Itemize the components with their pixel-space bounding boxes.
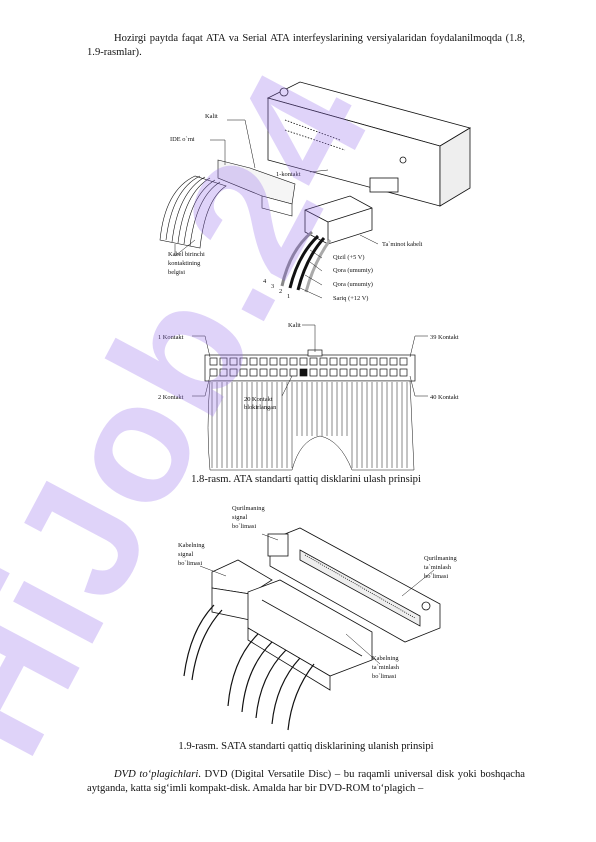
label-qora2: Qora (umumiy) [333,281,373,288]
pin-label-1: 1 Kontakt [158,334,184,341]
pin [229,368,238,377]
pin-label-2: 2 Kontakt [158,394,184,401]
pin [399,357,408,366]
pin [379,368,388,377]
sata-label-k-signal-3: bo`limasi [178,560,202,567]
pin [369,368,378,377]
pin [349,368,358,377]
pin-label-20b: blokirlangan [244,404,277,411]
power-connector [304,195,373,245]
sata-label-k-power-3: bo`limasi [372,673,396,680]
sata-label-q-signal-2: signal [232,514,247,521]
pin [359,357,368,366]
sata-label-q-power-3: bo`limasi [424,573,448,580]
label-taminot: Ta`minot kabeli [382,241,423,248]
label-kabel-2: kontaktining [168,260,201,267]
pin [389,368,398,377]
label-kabel-3: belgisi [168,269,185,276]
ide-ribbon-cable [159,159,296,249]
pin [219,357,228,366]
pin [359,368,368,377]
pin [269,357,278,366]
pin [249,368,258,377]
label-qizil: Qizil (+5 V) [333,254,365,261]
sata-label-q-power-1: Qurilmaning [424,555,457,562]
pin [319,357,328,366]
label-kabel-1: Kabel birinchi [168,251,205,258]
sata-label-q-power-2: ta`minlash [424,564,452,571]
label-kalit: Kalit [205,113,218,120]
pin [319,368,328,377]
wire-num-2: 2 [279,288,282,295]
pin [269,368,278,377]
label-kontakt1: 1-kontakt [276,171,301,178]
sata-label-k-signal-1: Kabelning [178,542,205,549]
pin [399,368,408,377]
pin [309,368,318,377]
sata-label-k-signal-2: signal [178,551,193,558]
sata-cables [183,604,315,731]
ide-pinout-connector [204,349,416,382]
pin [229,357,238,366]
pin [289,368,298,377]
label-ide: IDE o`rni [170,136,195,143]
pin [209,368,218,377]
wire-num-4: 4 [263,278,267,285]
pin-label-20a: 20 Kontakt [244,396,273,403]
pin [219,368,228,377]
pin-label-39: 39 Kontakt [430,334,459,341]
sata-label-q-signal-3: bo`limasi [232,523,256,530]
sata-label-q-signal-1: Qurilmaning [232,505,265,512]
pin-label-40: 40 Kontakt [430,394,459,401]
pin [329,357,338,366]
power-wires [280,230,332,293]
pin [239,357,248,366]
dvd-text: . DVD (Digital Versatile Disc) – bu raqa… [87,769,525,794]
sata-cable-connectors [211,559,373,691]
pin-label-kalit: Kalit [288,322,301,329]
pin [369,357,378,366]
pin [299,357,308,366]
pin [279,368,288,377]
pin [339,357,348,366]
pin [209,357,218,366]
label-qora1: Qora (umumiy) [333,267,373,274]
pinout-ribbon [207,380,415,471]
sata-label-k-power-2: ta`minlash [372,664,400,671]
dvd-paragraph: DVD to‘plagichlari. DVD (Digital Versati… [87,768,525,796]
sata-device-connector [267,527,441,643]
wire-num-3: 3 [271,283,274,290]
pin [259,368,268,377]
dvd-term: DVD to‘plagichlari [114,769,199,780]
intro-paragraph: Hozirgi paytda faqat ATA va Serial ATA i… [87,33,525,58]
figure-1-8-caption: 1.8-rasm. ATA standarti qattiq disklarin… [191,474,421,485]
pin [389,357,398,366]
figure-1-9-caption: 1.9-rasm. SATA standarti qattiq disklari… [178,741,434,752]
pin [259,357,268,366]
pin [279,357,288,366]
pin [309,357,318,366]
hard-drive [266,81,472,207]
pin [329,368,338,377]
pin [249,357,258,366]
pin [239,368,248,377]
pin [339,368,348,377]
wire-num-1: 1 [287,293,290,300]
pin [289,357,298,366]
pin [299,368,308,377]
pin [349,357,358,366]
pin [379,357,388,366]
sata-label-k-power-1: Kabelning [372,655,399,662]
label-sariq: Sariq (+12 V) [333,295,368,302]
